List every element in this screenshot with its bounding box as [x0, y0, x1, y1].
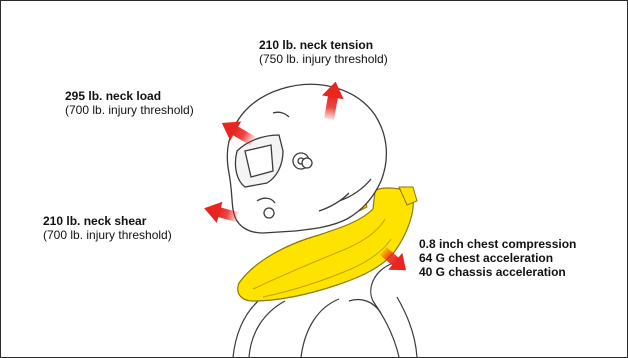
chest-callout: 0.8 inch chest compression 64 G chest ac…	[419, 237, 576, 279]
neck-load-threshold: (700 lb. injury threshold)	[65, 103, 194, 117]
chest-acceleration-value: 64 G chest acceleration	[419, 251, 576, 265]
neck-load-value: 295 lb. neck load	[65, 89, 194, 103]
helmet	[227, 84, 386, 233]
neck-tension-threshold: (750 lb. injury threshold)	[259, 52, 388, 66]
chassis-acceleration-value: 40 G chassis acceleration	[419, 265, 576, 279]
neck-tension-callout: 210 lb. neck tension (750 lb. injury thr…	[259, 38, 388, 66]
neck-shear-callout: 210 lb. neck shear (700 lb. injury thres…	[43, 214, 172, 242]
neck-load-callout: 295 lb. neck load (700 lb. injury thresh…	[65, 89, 194, 117]
chest-compression-value: 0.8 inch chest compression	[419, 237, 576, 251]
neck-shear-threshold: (700 lb. injury threshold)	[43, 228, 172, 242]
neck-tension-value: 210 lb. neck tension	[259, 38, 388, 52]
neck-shear-value: 210 lb. neck shear	[43, 214, 172, 228]
